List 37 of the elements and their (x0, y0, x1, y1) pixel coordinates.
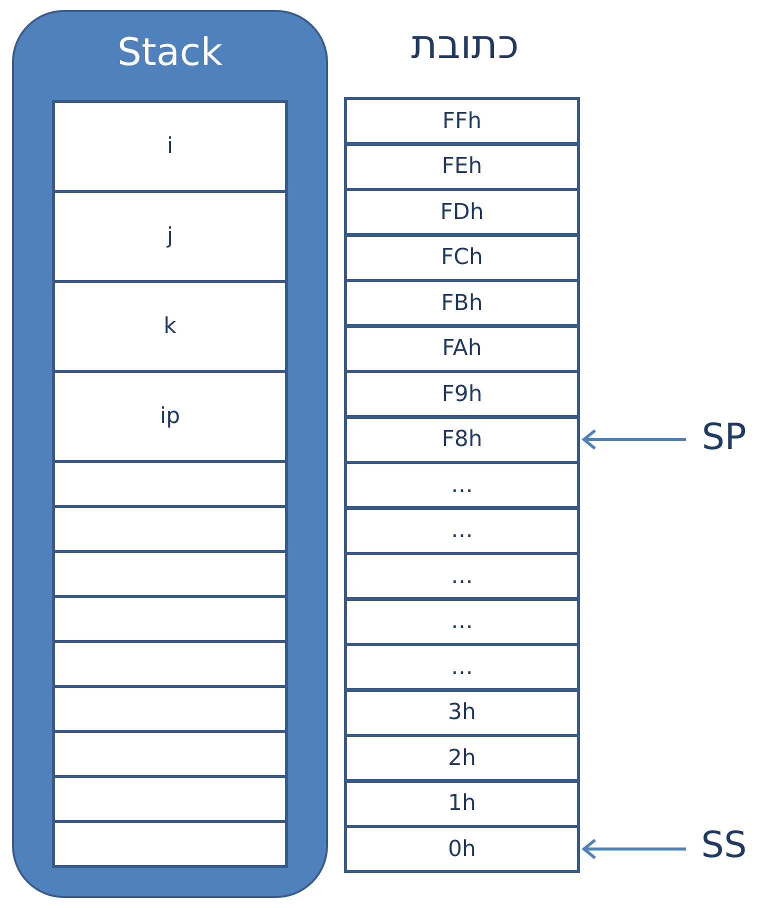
memory-cell: FFh (344, 97, 580, 145)
memory-cell: … (344, 506, 580, 554)
memory-cell: 3h (344, 688, 580, 736)
memory-cell (52, 550, 288, 598)
memory-cell: FBh (344, 279, 580, 327)
memory-cell: FCh (344, 234, 580, 282)
register-label: SS (690, 820, 758, 870)
stack-title: Stack (116, 30, 224, 74)
memory-cell (52, 730, 288, 778)
memory-cell: … (344, 643, 580, 691)
memory-cell: F8h (344, 416, 580, 464)
memory-cell: ip (52, 370, 288, 463)
memory-cell: i (52, 100, 288, 193)
stack-frame (12, 10, 328, 898)
memory-cell (52, 640, 288, 688)
memory-cell: j (52, 190, 288, 283)
memory-cell: FAh (344, 324, 580, 372)
memory-cell: 1h (344, 780, 580, 828)
memory-cell: FEh (344, 142, 580, 190)
memory-cell (52, 505, 288, 553)
memory-cell (52, 685, 288, 733)
column-heading: כתובת (410, 22, 520, 68)
memory-cell: 2h (344, 734, 580, 782)
memory-cell (52, 820, 288, 868)
register-label: SP (690, 412, 758, 462)
memory-cell (52, 775, 288, 823)
memory-cell (52, 460, 288, 508)
memory-cell: FDh (344, 188, 580, 236)
arrow (582, 838, 686, 860)
memory-cell: … (344, 552, 580, 600)
memory-cell (52, 595, 288, 643)
arrow (582, 429, 686, 450)
memory-cell: … (344, 598, 580, 646)
memory-cell: 0h (344, 825, 580, 873)
memory-cell: … (344, 461, 580, 509)
memory-cell: k (52, 280, 288, 373)
memory-cell: F9h (344, 370, 580, 418)
